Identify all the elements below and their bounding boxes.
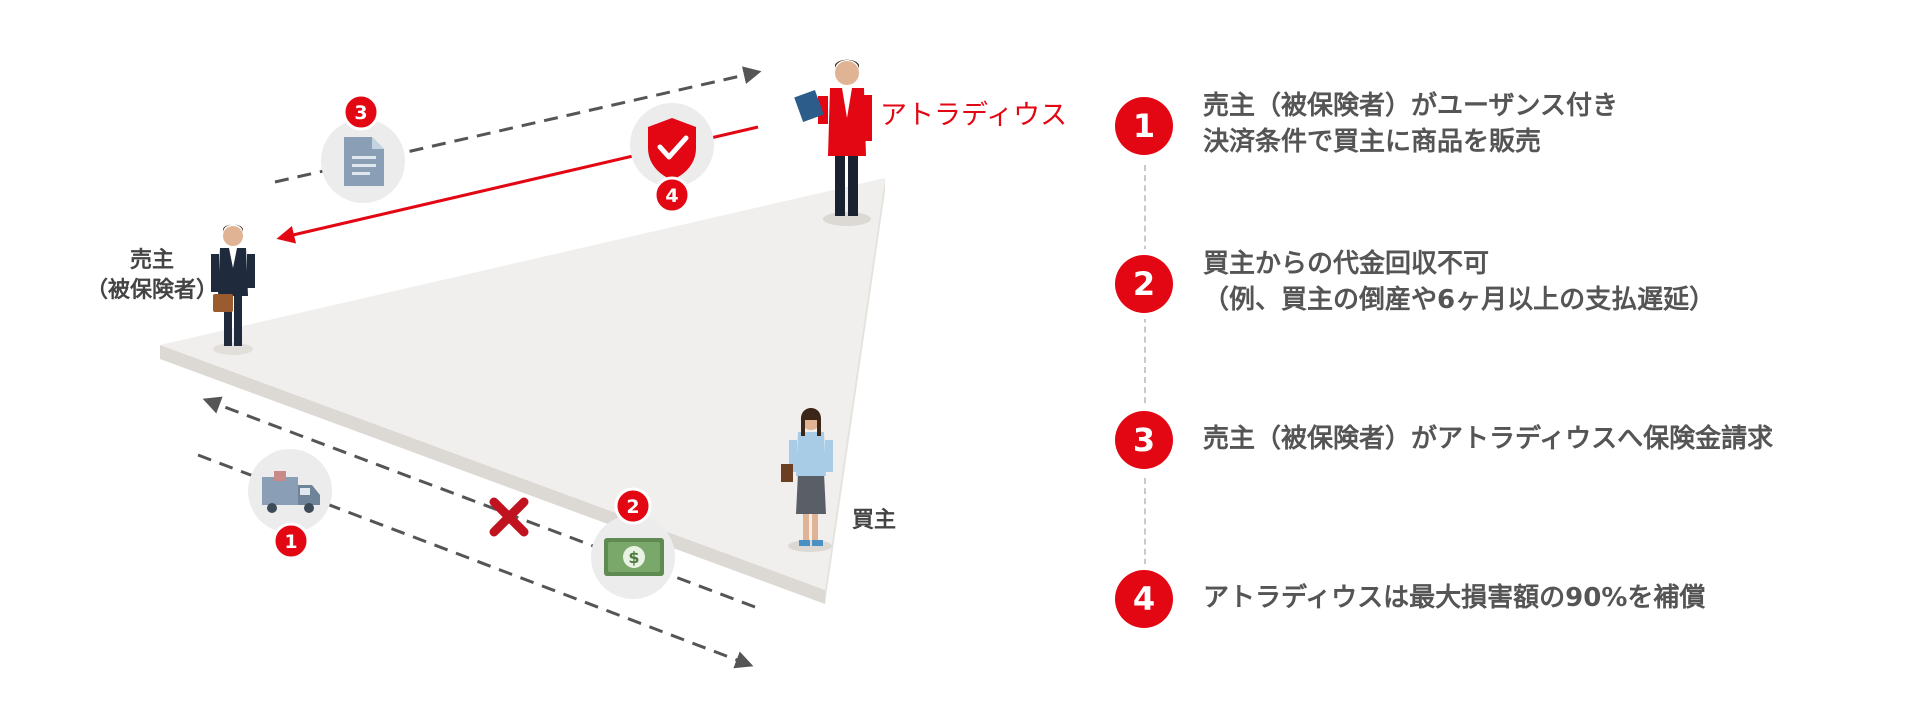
step-connector-line: [1144, 165, 1146, 585]
buyer-label: 買主: [852, 508, 897, 533]
step-text-4-line1: アトラディウスは最大損害額の90%を補償: [1203, 583, 1706, 613]
step-number-3: 3: [1115, 411, 1173, 469]
step-number-1: 1: [1115, 97, 1173, 155]
step-text-3: 売主（被保険者）がアトラディウスへ保険金請求: [1203, 421, 1773, 457]
step-text-4: アトラディウスは最大損害額の90%を補償: [1203, 580, 1705, 616]
atradius-label: アトラディウス: [880, 100, 1068, 131]
badge-1-label: 1: [284, 531, 297, 553]
step-text-2-line1: 買主からの代金回収不可: [1203, 249, 1490, 279]
badge-2: 2: [614, 487, 652, 525]
truck-icon: [248, 449, 332, 533]
seller-figure: [211, 224, 255, 355]
badge-1: 1: [272, 522, 310, 560]
step-text-1: 売主（被保険者）がユーザンス付き 決済条件で買主に商品を販売: [1203, 88, 1618, 160]
cross-icon: [489, 497, 529, 537]
step-text-1-line2: 決済条件で買主に商品を販売: [1203, 127, 1542, 157]
seller-label: 売主 （被保険者）: [52, 246, 252, 306]
step-number-4: 4: [1115, 570, 1173, 628]
badge-2-label: 2: [626, 496, 639, 518]
seller-label-line1: 売主: [129, 248, 174, 273]
platform: [160, 178, 885, 604]
badge-4-label: 4: [665, 185, 678, 207]
buyer-figure: [781, 408, 833, 552]
step-text-3-line1: 売主（被保険者）がアトラディウスへ保険金請求: [1203, 424, 1774, 454]
step-text-2-line2: （例、買主の倒産や6ヶ月以上の支払遅延）: [1203, 285, 1716, 315]
step-text-2: 買主からの代金回収不可 （例、買主の倒産や6ヶ月以上の支払遅延）: [1203, 246, 1715, 318]
badge-3-label: 3: [354, 102, 367, 124]
money-icon: $: [591, 515, 675, 599]
step-text-1-line1: 売主（被保険者）がユーザンス付き: [1203, 91, 1618, 121]
atradius-figure: [794, 59, 872, 226]
seller-label-line2: （被保険者）: [85, 278, 218, 303]
badge-4: 4: [653, 176, 691, 214]
badge-3: 3: [342, 93, 380, 131]
shield-check-icon: [630, 103, 714, 187]
step-number-2: 2: [1115, 255, 1173, 313]
svg-text:$: $: [628, 548, 639, 567]
document-icon: [321, 119, 405, 203]
